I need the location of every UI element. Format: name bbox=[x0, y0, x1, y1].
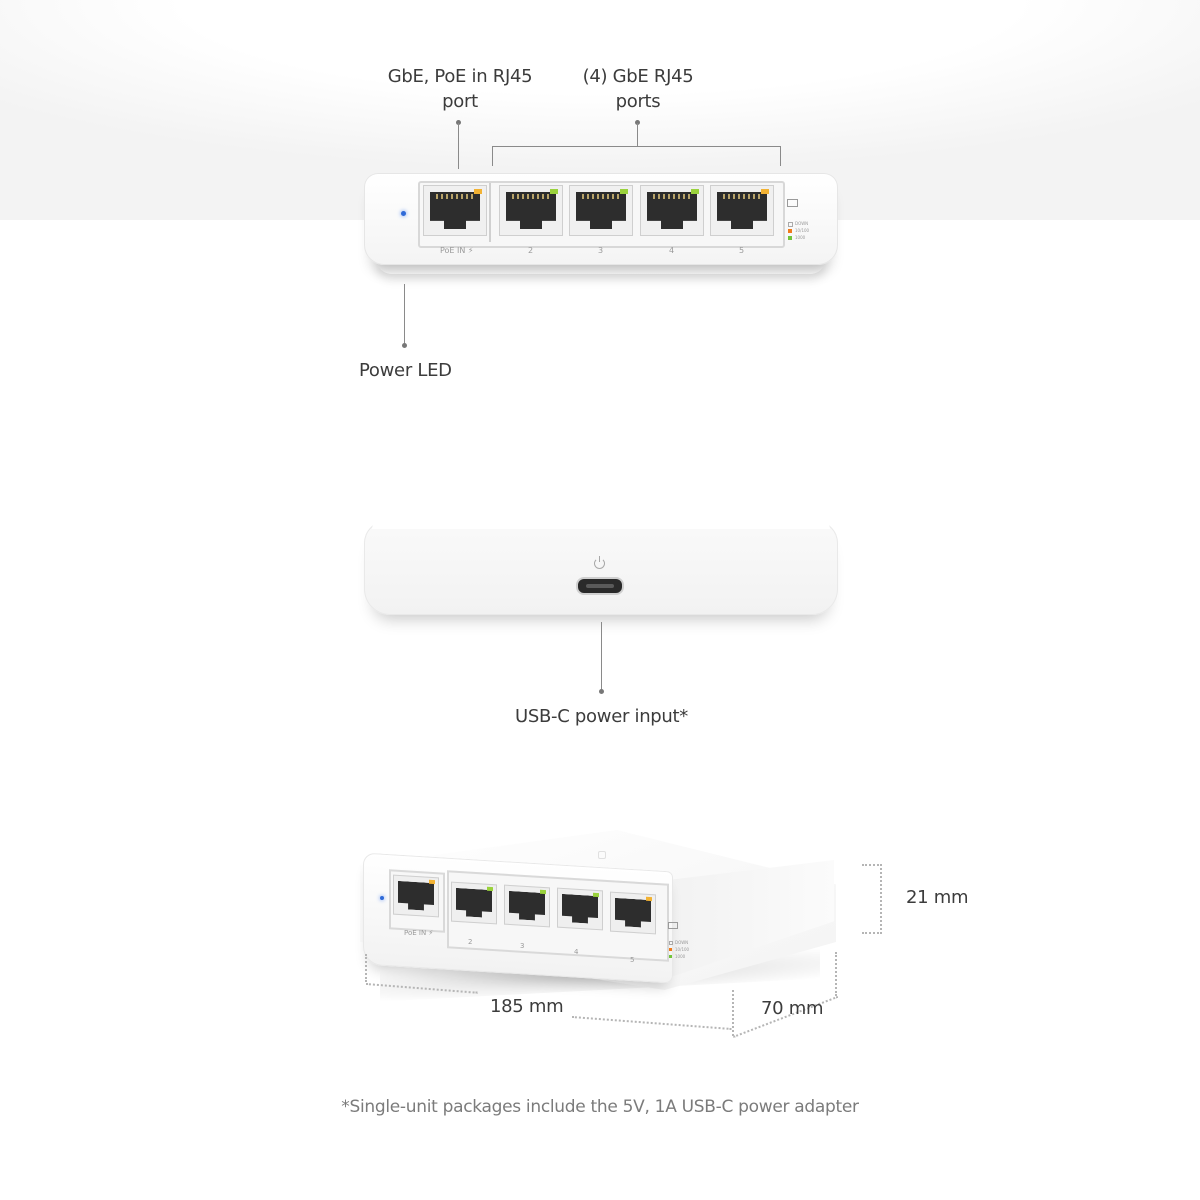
legend-swatch-100 bbox=[788, 229, 792, 233]
usb-c-port bbox=[576, 577, 624, 595]
callout-line bbox=[404, 284, 405, 344]
port-pins bbox=[436, 194, 474, 199]
footnote: *Single-unit packages include the 5V, 1A… bbox=[341, 1097, 859, 1117]
port-label-poe-in: PoE IN ⚡ bbox=[440, 246, 474, 255]
callout-poe-line2: port bbox=[442, 91, 478, 112]
port-led bbox=[761, 189, 769, 194]
port-led bbox=[646, 896, 652, 902]
dimension-height: 21 mm bbox=[906, 887, 969, 908]
legend-100: 10/100 bbox=[795, 228, 810, 233]
port-led bbox=[691, 189, 699, 194]
rj45-port-4 bbox=[557, 887, 603, 931]
rj45-port-poe-in bbox=[393, 874, 439, 918]
legend-swatch-down bbox=[788, 222, 793, 227]
depth-tick-right bbox=[835, 952, 837, 996]
legend-swatch-down bbox=[669, 941, 673, 945]
callout-usbc-power-input: USB-C power input* bbox=[515, 706, 688, 727]
callout-poe-line1: GbE, PoE in RJ45 bbox=[387, 66, 533, 87]
rj45-port-2 bbox=[451, 881, 497, 925]
port-pins bbox=[723, 194, 761, 199]
port-socket bbox=[509, 891, 545, 921]
rj45-port-4 bbox=[640, 185, 704, 236]
callout-gbe-line2: ports bbox=[615, 91, 661, 112]
port-led bbox=[429, 879, 435, 885]
callout-gbe-ports: (4) GbE RJ45 ports bbox=[556, 64, 720, 114]
dimension-width: 185 mm bbox=[490, 996, 564, 1017]
port-led bbox=[550, 189, 558, 194]
port-pins bbox=[512, 194, 550, 199]
callout-dot bbox=[402, 343, 407, 348]
legend-swatch-1000 bbox=[788, 236, 792, 240]
port-number-2: 2 bbox=[468, 938, 473, 946]
port-number-4: 4 bbox=[574, 948, 579, 956]
legend-swatch-1000 bbox=[669, 955, 672, 958]
bracket-right bbox=[780, 146, 781, 166]
port-pins bbox=[582, 194, 620, 199]
legend-1000: 1000 bbox=[795, 235, 806, 240]
switch-rear-top bbox=[372, 521, 830, 529]
network-icon bbox=[668, 922, 678, 929]
legend-swatch-100 bbox=[669, 948, 672, 951]
callout-gbe-line1: (4) GbE RJ45 bbox=[582, 66, 694, 87]
port-socket bbox=[615, 898, 651, 928]
rj45-port-2 bbox=[499, 185, 563, 236]
port-number-5: 5 bbox=[739, 246, 745, 255]
width-tick-left bbox=[365, 954, 367, 982]
power-led bbox=[401, 211, 406, 216]
network-icon bbox=[787, 199, 798, 207]
width-line-right bbox=[571, 1016, 732, 1030]
callout-line bbox=[601, 622, 602, 690]
legend-100: 10/100 bbox=[675, 947, 690, 952]
port-socket bbox=[456, 888, 492, 918]
port-socket bbox=[398, 881, 434, 911]
port-divider bbox=[489, 183, 491, 242]
port-number-2: 2 bbox=[528, 246, 534, 255]
bracket-line bbox=[492, 146, 780, 147]
rj45-port-3 bbox=[504, 884, 550, 928]
callout-power-led: Power LED bbox=[359, 360, 452, 381]
legend-down: DOWN bbox=[795, 221, 809, 226]
logo-mark bbox=[598, 851, 606, 859]
power-icon bbox=[594, 556, 605, 569]
rj45-port-5 bbox=[710, 185, 774, 236]
port-number-3: 3 bbox=[520, 942, 525, 950]
port-led bbox=[593, 892, 599, 898]
callout-line bbox=[458, 123, 459, 169]
callout-dot bbox=[635, 120, 640, 125]
port-number-5: 5 bbox=[630, 956, 635, 964]
port-led bbox=[487, 886, 493, 892]
depth-tick-left bbox=[732, 990, 734, 1036]
callout-poe-in-port: GbE, PoE in RJ45 port bbox=[378, 64, 542, 114]
port-led bbox=[474, 189, 482, 194]
port-led bbox=[620, 189, 628, 194]
legend-down: DOWN bbox=[675, 940, 689, 945]
bracket-left bbox=[492, 146, 493, 166]
callout-dot bbox=[456, 120, 461, 125]
callout-line bbox=[637, 123, 638, 146]
rj45-port-poe-in bbox=[423, 185, 487, 236]
port-socket bbox=[562, 894, 598, 924]
rj45-port-3 bbox=[569, 185, 633, 236]
dimension-depth: 70 mm bbox=[761, 998, 824, 1019]
rj45-port-5 bbox=[610, 891, 656, 935]
port-number-3: 3 bbox=[598, 246, 604, 255]
legend-1000: 1000 bbox=[675, 954, 686, 959]
power-led bbox=[380, 896, 384, 900]
callout-dot bbox=[599, 689, 604, 694]
port-label-poe-in: PoE IN ⚡ bbox=[404, 929, 434, 937]
port-number-4: 4 bbox=[669, 246, 675, 255]
port-led bbox=[540, 889, 546, 895]
port-pins bbox=[653, 194, 691, 199]
height-bracket bbox=[862, 864, 882, 934]
